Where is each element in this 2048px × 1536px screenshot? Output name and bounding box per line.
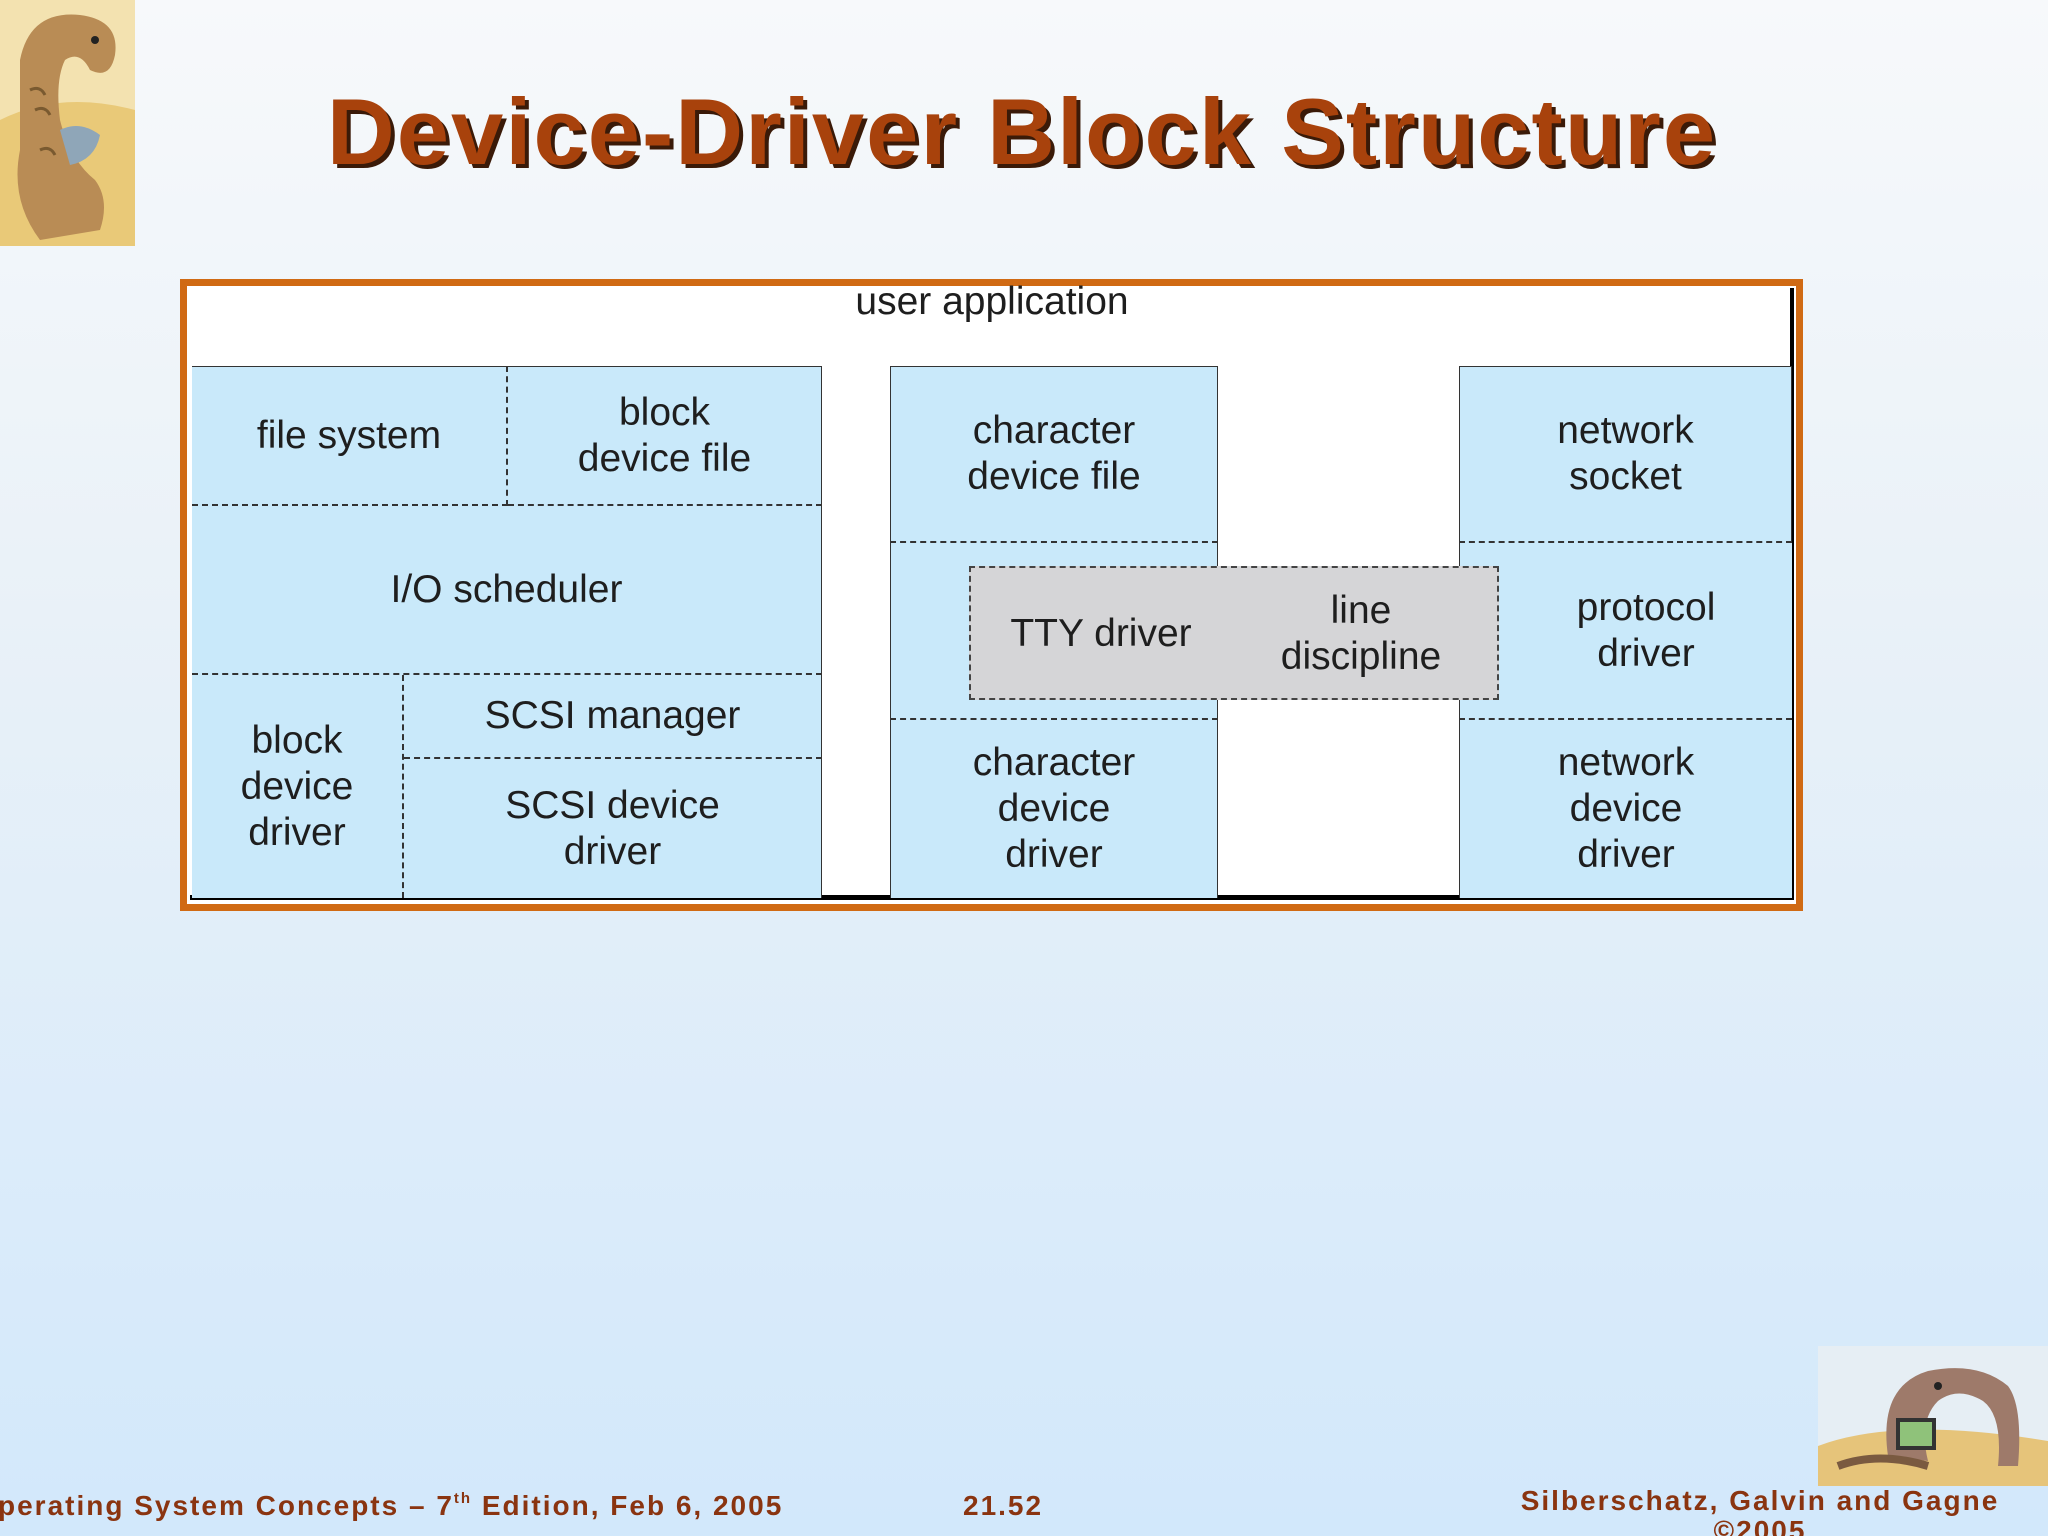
footer-page-number: 21.52: [963, 1490, 1044, 1521]
footer-right-line2: ©2005: [1713, 1515, 1807, 1536]
io-scheduler-cell: I/O scheduler: [192, 506, 822, 675]
user-application-label: user application: [855, 280, 1129, 323]
line-discipline-label: line discipline: [1280, 589, 1442, 678]
tty-line-discipline-box: TTY driver line discipline: [969, 566, 1499, 700]
footer-left-sup: th: [453, 1490, 473, 1507]
file-system-cell: file system: [192, 366, 508, 506]
tty-driver-label: TTY driver: [1010, 612, 1192, 655]
character-device-file-cell: character device file: [890, 366, 1218, 543]
block-device-file-cell: block device file: [508, 366, 822, 506]
protocol-driver-cell: protocol driver: [1459, 543, 1792, 720]
footer-left: perating System Concepts – 7th Edition, …: [0, 1490, 783, 1522]
scsi-manager-cell: SCSI manager: [404, 675, 822, 759]
scsi-device-driver-cell: SCSI device driver: [404, 759, 822, 898]
footer-right: Silberschatz, Galvin and Gagne ©2005: [1500, 1486, 2020, 1536]
dinosaur-reading-icon: [0, 0, 135, 246]
footer-left-suffix: Edition, Feb 6, 2005: [472, 1490, 784, 1521]
footer-right-line1: Silberschatz, Galvin and Gagne: [1520, 1486, 2000, 1516]
character-device-driver-cell: character device driver: [890, 720, 1218, 898]
network-socket-cell: network socket: [1459, 366, 1792, 543]
block-device-driver-cell: block device driver: [192, 675, 404, 898]
slide-title: Device-Driver Block Structure: [326, 79, 1718, 184]
network-device-driver-cell: network device driver: [1459, 720, 1792, 898]
footer-left-prefix: perating System Concepts – 7: [0, 1490, 454, 1521]
dinosaur-laptop-icon: [1818, 1346, 2048, 1486]
